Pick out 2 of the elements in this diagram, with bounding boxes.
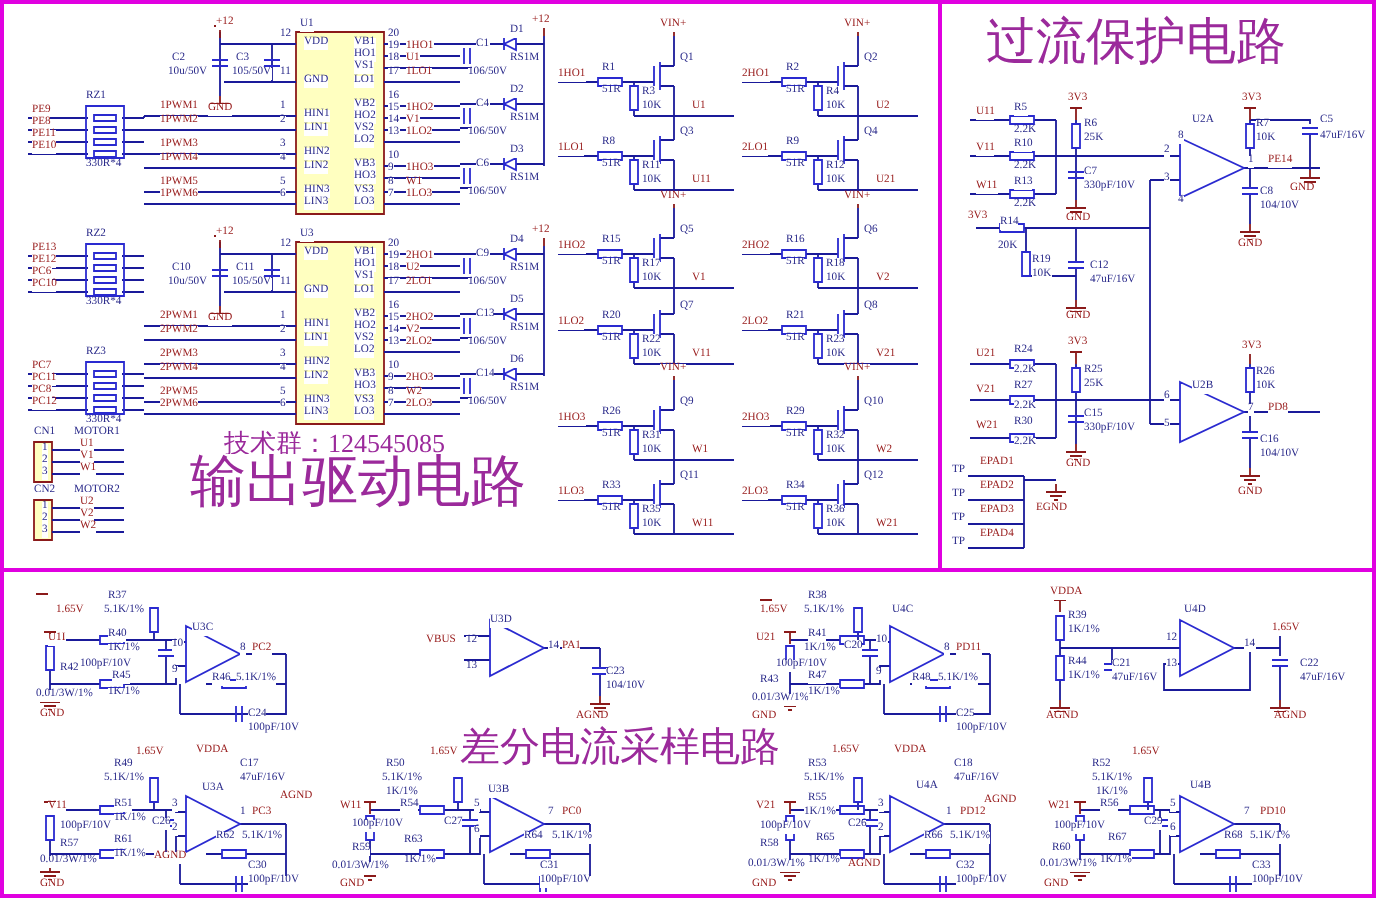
section-title: 过流保护电路 [986,16,1286,71]
section-title: 差分电流采样电路 [460,726,780,770]
